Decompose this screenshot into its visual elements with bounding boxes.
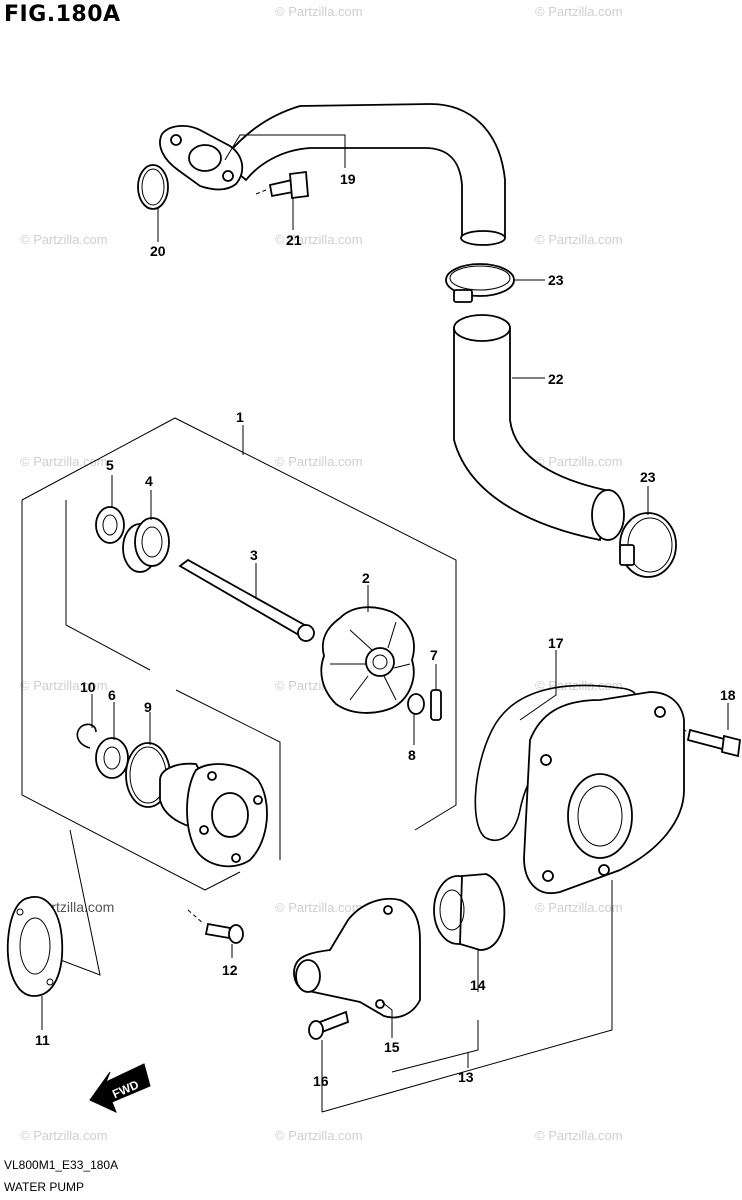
part-12-screw	[187, 909, 244, 944]
part-1-assembly-outline	[7, 417, 457, 976]
watermark: © Partzilla.com	[275, 1128, 363, 1143]
watermarks: © Partzilla.com © Partzilla.com © Partzi…	[20, 4, 623, 1143]
callout-9: 9	[144, 699, 152, 715]
part-15-outlet-cover	[293, 898, 421, 1019]
watermark: © Partzilla.com	[535, 4, 623, 19]
callout-20: 20	[150, 243, 166, 259]
part-4-mechanical-seal	[122, 517, 170, 573]
watermark: © Partzilla.com	[20, 454, 108, 469]
watermark: © Partzilla.com	[535, 454, 623, 469]
callout-8: 8	[408, 747, 416, 763]
part-23-hose-clamp	[445, 263, 515, 303]
part-6-bearing	[95, 737, 129, 779]
part-5-oil-seal	[95, 506, 125, 544]
watermark: © Partzilla.com	[20, 1128, 108, 1143]
part-10-circlip	[76, 723, 97, 749]
callout-23-lower: 23	[640, 469, 656, 485]
figure-title: FIG.180A	[4, 2, 121, 27]
thermostat-housing-cover	[523, 691, 685, 895]
watermark: © Partzilla.com	[535, 1128, 623, 1143]
callout-23-upper: 23	[548, 272, 564, 288]
part-18-bolt	[663, 719, 741, 758]
part-20-o-ring	[137, 164, 169, 210]
forward-direction-arrow: FWD	[89, 1063, 151, 1113]
watermark: © Partzilla.com	[535, 900, 623, 915]
callout-2: 2	[362, 570, 370, 586]
callout-6: 6	[108, 687, 116, 703]
callout-7: 7	[430, 647, 438, 663]
watermark: © Partzilla.com	[275, 454, 363, 469]
part-7-pin	[430, 689, 442, 721]
callout-15: 15	[384, 1039, 400, 1055]
callout-18: 18	[720, 687, 736, 703]
watermark: © Partzilla.com	[535, 232, 623, 247]
footer-diagram-code: VL800M1_E33_180A	[4, 1158, 119, 1172]
callout-4: 4	[145, 473, 153, 489]
part-8-washer	[407, 693, 425, 715]
callout-5: 5	[106, 457, 114, 473]
callout-17: 17	[548, 635, 564, 651]
part-1-pump-housing	[159, 762, 268, 868]
callout-16: 16	[313, 1073, 329, 1089]
part-23-hose-clamp	[619, 512, 677, 578]
part-2-impeller	[320, 606, 415, 714]
callout-14: 14	[470, 977, 486, 993]
part-19-outlet-pipe	[159, 103, 506, 246]
part-14-thermostat	[433, 873, 506, 951]
callout-22: 22	[548, 371, 564, 387]
callout-19: 19	[340, 171, 356, 187]
part-11-gasket	[6, 895, 64, 997]
part-21-bolt	[255, 170, 309, 200]
footer-diagram-name: WATER PUMP	[4, 1180, 84, 1194]
watermark: © Partzilla.com	[20, 678, 108, 693]
callout-21: 21	[286, 232, 302, 248]
callout-11: 11	[35, 1032, 50, 1048]
callout-3: 3	[250, 547, 258, 563]
watermark: © Partzilla.com	[20, 232, 108, 247]
callout-labels: 1 2 3 4 5 6 7 8 9 10 11 12 13 14 15 16 1…	[35, 171, 736, 1089]
leader-lines	[41, 134, 729, 1113]
part-22-water-hose	[453, 314, 625, 542]
callout-12: 12	[222, 962, 238, 978]
watermark: © Partzilla.com	[275, 900, 363, 915]
callout-1: 1	[236, 409, 244, 425]
part-3-impeller-shaft	[178, 558, 315, 642]
watermark: © Partzilla.com	[275, 4, 363, 19]
callout-13: 13	[458, 1069, 474, 1085]
part-16-screw	[308, 1010, 350, 1040]
watermark: © Partzilla.com	[275, 232, 363, 247]
callout-10: 10	[80, 679, 96, 695]
